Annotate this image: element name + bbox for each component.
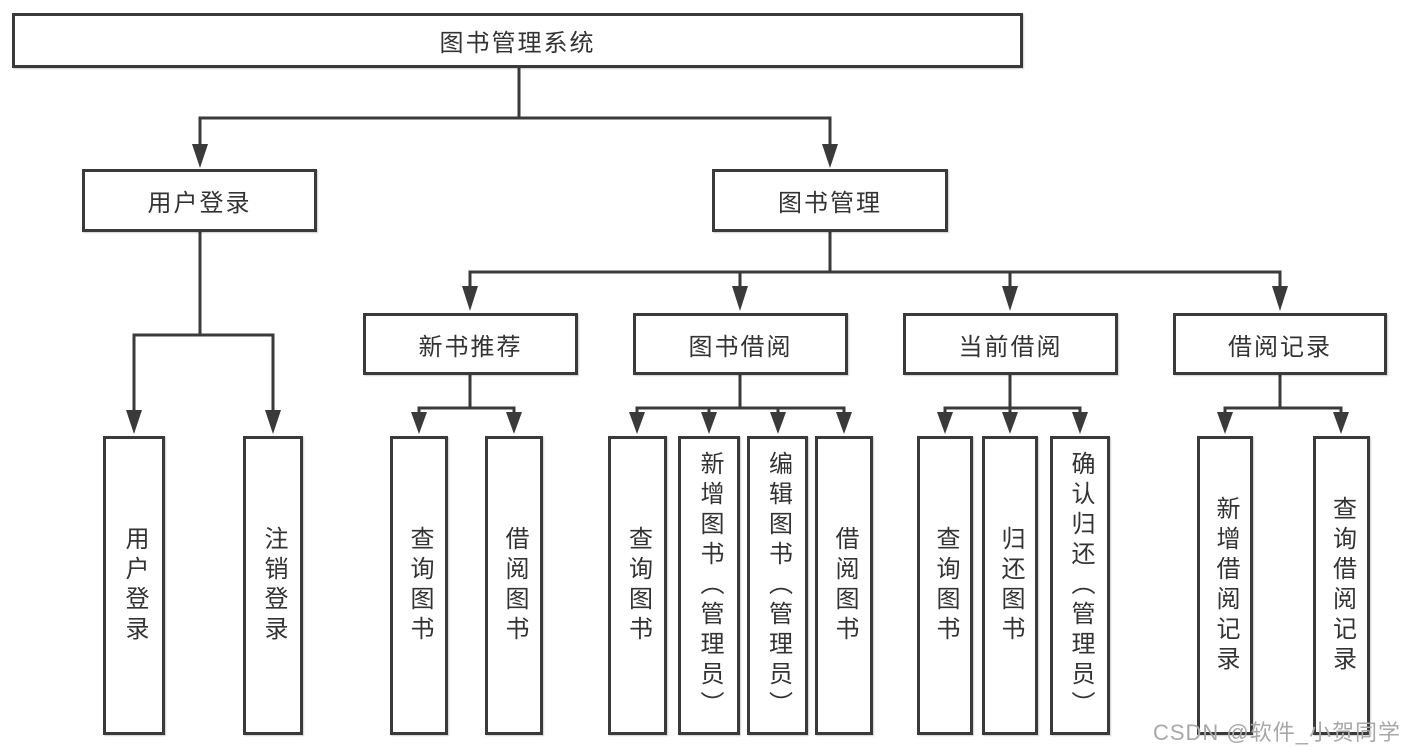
leaf-borrow-books-recommend: 借阅图书: [485, 436, 543, 735]
leaf-user-login: 用户登录: [103, 436, 165, 735]
node-library-system: 图书管理系统: [12, 13, 1023, 68]
leaf-borrow-books: 借阅图书: [815, 436, 873, 735]
node-new-book-recommend: 新书推荐: [363, 313, 578, 375]
connectors-borrow-records-children: [1217, 375, 1349, 434]
connectors-current-borrow-children: [937, 375, 1088, 434]
node-current-borrow: 当前借阅: [903, 313, 1118, 375]
node-book-borrow: 图书借阅: [633, 313, 848, 375]
leaf-query-books-current: 查询图书: [917, 436, 973, 735]
csdn-watermark: CSDN @软件_小贺同学: [1152, 720, 1401, 745]
connectors-book-borrow-children: [629, 375, 852, 434]
leaf-query-books-recommend: 查询图书: [390, 436, 448, 735]
leaf-return-books: 归还图书: [982, 436, 1038, 735]
leaf-query-books-borrow: 查询图书: [608, 436, 667, 735]
leaf-edit-book-admin: 编辑图书（管理员）: [747, 436, 808, 735]
leaf-add-book-admin: 新增图书（管理员）: [678, 436, 740, 735]
node-book-management: 图书管理: [712, 169, 948, 232]
leaf-confirm-return-admin: 确认归还（管理员）: [1050, 436, 1110, 735]
connectors-root-to-level2: [192, 68, 838, 168]
node-borrow-records: 借阅记录: [1173, 313, 1387, 375]
leaf-logout: 注销登录: [243, 436, 303, 735]
leaf-query-borrow-record: 查询借阅记录: [1313, 436, 1370, 735]
leaf-add-borrow-record: 新增借阅记录: [1197, 436, 1253, 735]
connectors-book-management-to-level3: [462, 232, 1288, 311]
connectors-new-book-recommend-children: [411, 375, 522, 434]
node-user-login: 用户登录: [82, 169, 317, 232]
connectors-user-login-children: [126, 232, 281, 434]
